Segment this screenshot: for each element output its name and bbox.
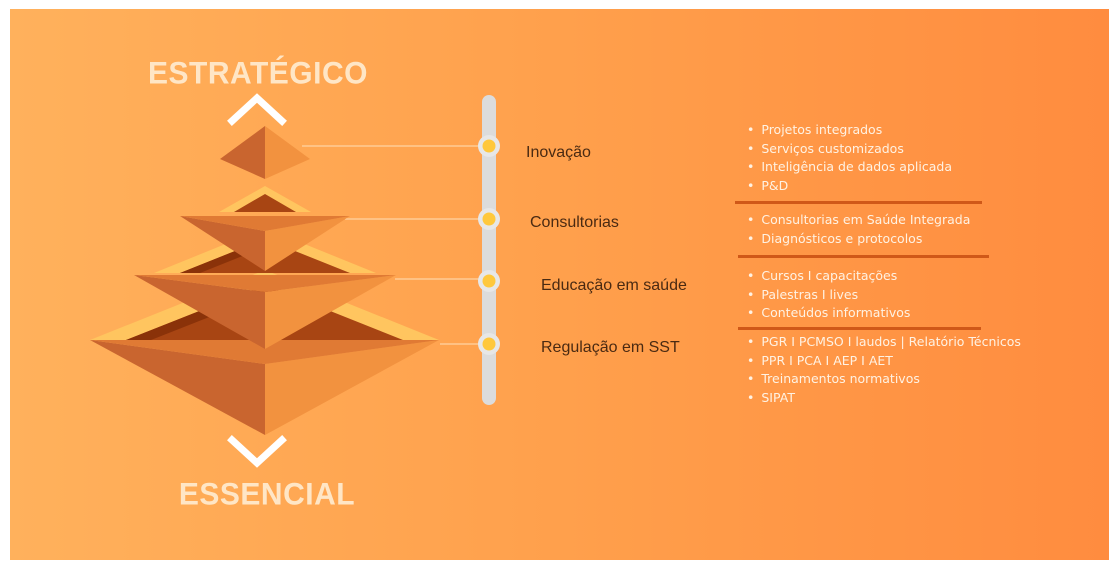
- list-item: Conteúdos informativos: [747, 304, 910, 323]
- timeline-node: [478, 333, 500, 355]
- list-item: PGR I PCMSO I laudos | Relatório Técnico…: [747, 333, 1021, 352]
- list-item: Serviços customizados: [747, 140, 952, 159]
- list-item: Diagnósticos e protocolos: [747, 230, 970, 249]
- pyramid-level-4: [90, 270, 439, 435]
- level-label-consultorias: Consultorias: [530, 214, 619, 231]
- timeline-node: [478, 208, 500, 230]
- pyramid-level-1: [220, 126, 310, 179]
- timeline-rail: [482, 95, 496, 405]
- divider-line: [735, 201, 982, 204]
- list-item: Treinamentos normativos: [747, 370, 1021, 389]
- list-item: P&D: [747, 177, 952, 196]
- chevron-down-icon: [227, 435, 287, 468]
- level-label-regulacao: Regulação em SST: [541, 339, 680, 356]
- divider-line: [738, 327, 981, 330]
- top-label: ESTRATÉGICO: [148, 55, 368, 91]
- list-item: Palestras I lives: [747, 286, 910, 305]
- list-item: Consultorias em Saúde Integrada: [747, 211, 970, 230]
- timeline-node: [478, 270, 500, 292]
- bottom-label: ESSENCIAL: [179, 476, 355, 512]
- list-item: Projetos integrados: [747, 121, 952, 140]
- connector-lines: [302, 145, 480, 345]
- pyramid: [90, 126, 439, 435]
- bullet-list-regulacao: PGR I PCMSO I laudos | Relatório Técnico…: [747, 333, 1021, 407]
- list-item: PPR I PCA I AEP I AET: [747, 352, 1021, 371]
- bullet-list-consultorias: Consultorias em Saúde Integrada Diagnóst…: [747, 211, 970, 248]
- bullet-list-educacao: Cursos I capacitações Palestras I lives …: [747, 267, 910, 323]
- pyramid-level-2: [180, 186, 350, 271]
- level-label-inovacao: Inovação: [526, 144, 591, 161]
- list-item: SIPAT: [747, 389, 1021, 408]
- pyramid-diagram: ESTRATÉGICO: [90, 55, 500, 512]
- bullet-list-inovacao: Projetos integrados Serviços customizado…: [747, 121, 952, 195]
- level-label-educacao: Educação em saúde: [541, 277, 687, 294]
- list-item: Cursos I capacitações: [747, 267, 910, 286]
- chevron-up-icon: [227, 93, 287, 126]
- list-item: Inteligência de dados aplicada: [747, 158, 952, 177]
- divider-line: [738, 255, 989, 258]
- diagram-panel: ESTRATÉGICO: [10, 9, 1109, 560]
- timeline-node: [478, 135, 500, 157]
